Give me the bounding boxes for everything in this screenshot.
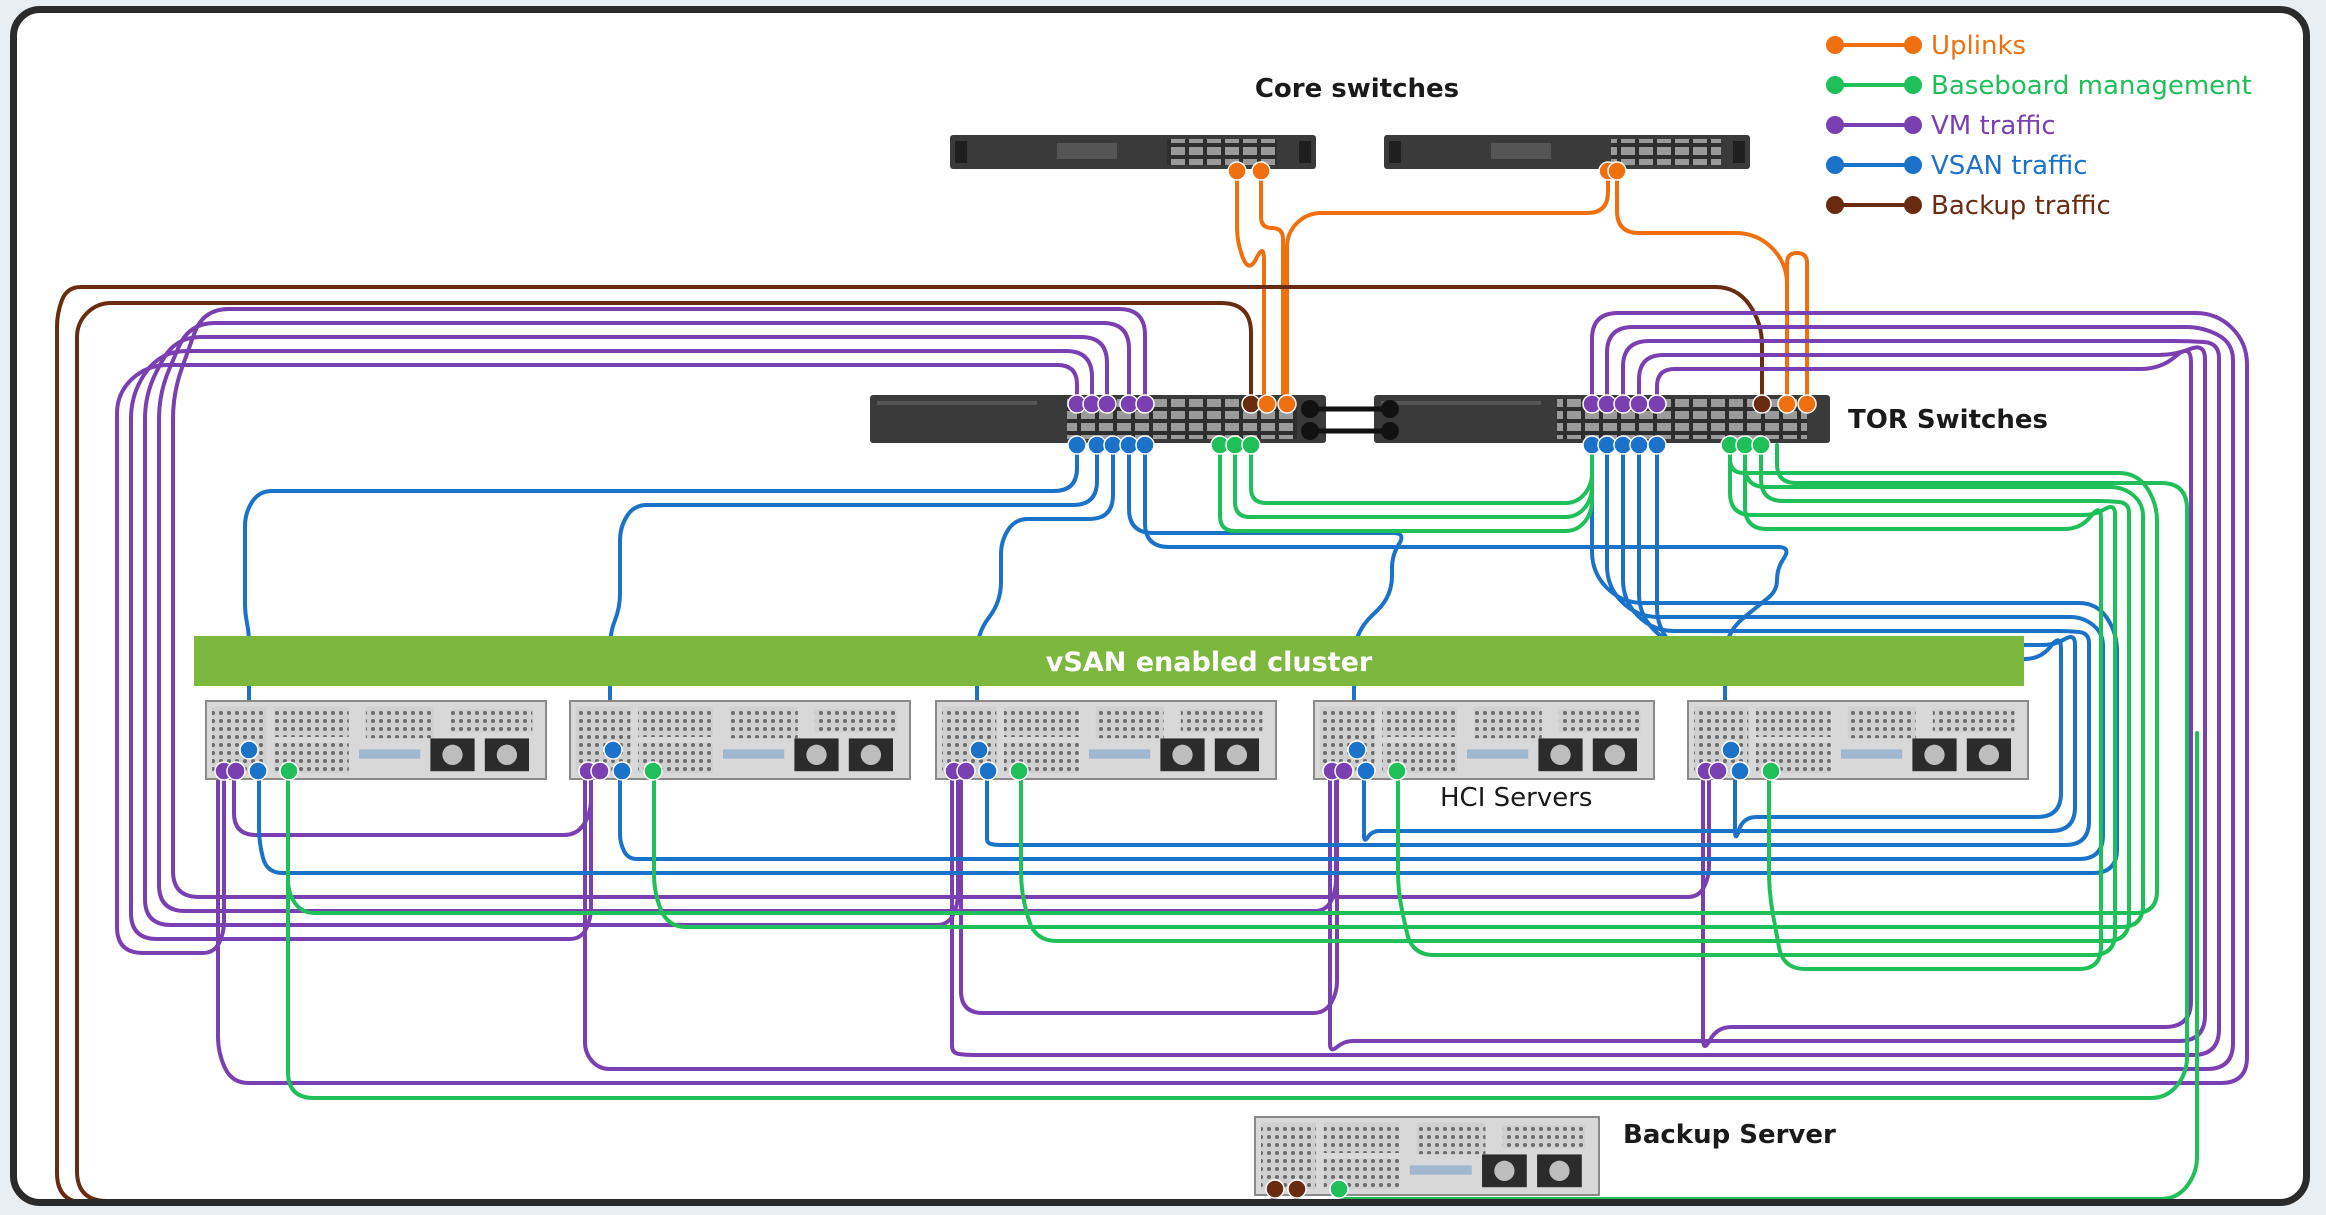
vsan-connector [249,762,267,780]
legend-label-uplinks: Uplinks [1931,31,2026,61]
bmc-connector [644,762,662,780]
vsan-connector [1357,762,1375,780]
bmc-cable [1235,445,1592,517]
vm-connector [1709,762,1727,780]
vsan-connector [979,762,997,780]
legend-swatch-dot [1826,76,1844,94]
backup-connector [1288,1180,1306,1198]
vsan-connector [613,762,631,780]
vsan-connector [1068,436,1086,454]
legend-label-vm: VM traffic [1931,111,2056,141]
vm-cable [961,775,1337,1013]
legend-item-bmc: Baseboard management [1826,71,2252,101]
vsan-connector [1348,741,1366,759]
backup-connector [1753,395,1771,413]
vsan-connector [240,741,258,759]
vm-connector [227,762,245,780]
core-switch-2 [1384,135,1750,169]
vsan-connector [1630,436,1648,454]
legend-label-vsan: VSAN traffic [1931,151,2088,181]
bmc-cable [1021,445,2129,941]
bmc-connector [1762,762,1780,780]
uplinks-connector [1252,162,1270,180]
vm-connector [591,762,609,780]
hci-servers-label: HCI Servers [1440,783,1592,813]
legend-item-vm: VM traffic [1826,111,2056,141]
vsan-connector [1731,762,1749,780]
legend-swatch-dot [1904,196,1922,214]
legend-item-uplinks: Uplinks [1826,31,2026,61]
backup-server [1255,1117,1599,1195]
bmc-connector [1388,762,1406,780]
bmc-connector [280,762,298,780]
uplinks-connector [1798,395,1816,413]
legend-swatch-dot [1904,36,1922,54]
vm-connector [957,762,975,780]
vsan-connector [970,741,988,759]
legend-label-backup: Backup traffic [1931,191,2111,221]
backup-connector [1266,1180,1284,1198]
legend-label-bmc: Baseboard management [1931,71,2252,101]
vsan-connector [604,741,622,759]
diagram-frame: Core switches TOR Switches vSAN enabled … [10,6,2310,1206]
vm-connector [1630,395,1648,413]
uplink-cable [1787,253,1807,413]
network-diagram: Core switches TOR Switches vSAN enabled … [17,13,2303,1199]
uplinks-connector [1228,162,1246,180]
legend-swatch-dot [1826,36,1844,54]
legend-swatch-dot [1826,196,1844,214]
bmc-connector [1010,762,1028,780]
vm-connector [1098,395,1116,413]
uplinks-connector [1608,162,1626,180]
bmc-connector [1242,436,1260,454]
legend-item-vsan: VSAN traffic [1826,151,2088,181]
legend-swatch-dot [1826,116,1844,134]
vm-connector [1335,762,1353,780]
bmc-connector [1752,436,1770,454]
legend-swatch-dot [1904,76,1922,94]
vsan-connector [1722,741,1740,759]
legend-swatch-dot [1826,156,1844,174]
cluster-banner-label: vSAN enabled cluster [1046,647,1373,678]
tor-switches-label: TOR Switches [1848,405,2048,435]
vsan-connector [1648,436,1666,454]
legend-swatch-dot [1904,116,1922,134]
core-switches-label: Core switches [1255,74,1459,104]
bmc-cable [1251,445,1592,503]
uplinks-connector [1778,395,1796,413]
uplinks-connector [1278,395,1296,413]
backup-server-label: Backup Server [1623,1120,1836,1150]
uplinks-connector [1258,395,1276,413]
vm-connector [1136,395,1154,413]
legend-swatch-dot [1904,156,1922,174]
vm-connector [1648,395,1666,413]
vsan-connector [1136,436,1154,454]
legend-item-backup: Backup traffic [1826,191,2111,221]
bmc-connector [1330,1180,1348,1198]
